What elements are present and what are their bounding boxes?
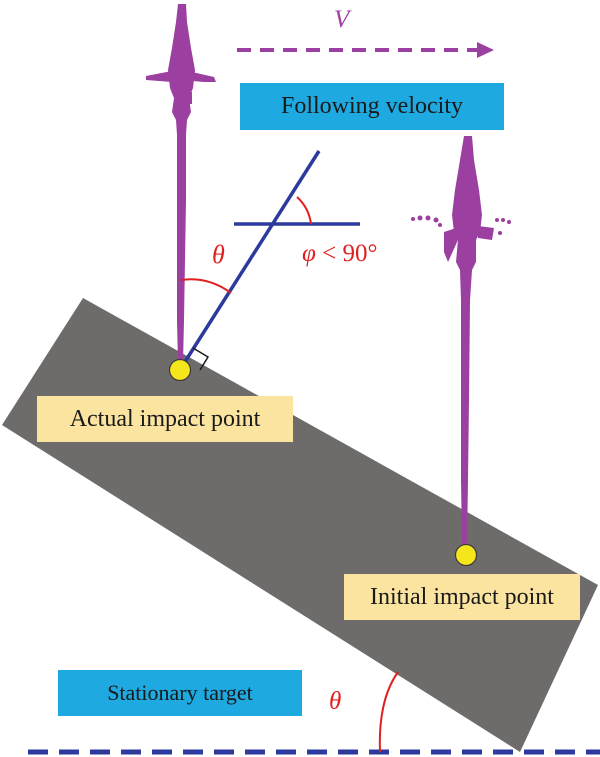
phi-condition: φ < 90° xyxy=(302,240,377,268)
following-velocity-label: Following velocity xyxy=(240,83,504,130)
theta-angle-arc-top xyxy=(180,278,232,294)
normal-line xyxy=(179,150,321,369)
velocity-arrow-head xyxy=(477,42,494,58)
phi-condition-text: < 90° xyxy=(315,240,378,267)
jet-left xyxy=(146,4,216,364)
jet-right xyxy=(411,136,511,545)
theta-symbol-top: θ xyxy=(212,240,225,269)
actual-impact-point-label: Actual impact point xyxy=(37,396,293,442)
right-angle-marker xyxy=(192,347,210,371)
initial-impact-point-marker xyxy=(454,543,478,567)
theta-angle-arc-bottom xyxy=(378,671,399,753)
actual-impact-point-marker xyxy=(168,358,192,382)
initial-impact-point-label: Initial impact point xyxy=(344,574,580,620)
theta-symbol-bottom: θ xyxy=(329,688,342,715)
velocity-symbol: V xyxy=(334,6,350,33)
phi-symbol: φ xyxy=(302,240,316,267)
phi-angle-arc xyxy=(296,196,312,225)
stationary-target-label: Stationary target xyxy=(58,670,302,716)
